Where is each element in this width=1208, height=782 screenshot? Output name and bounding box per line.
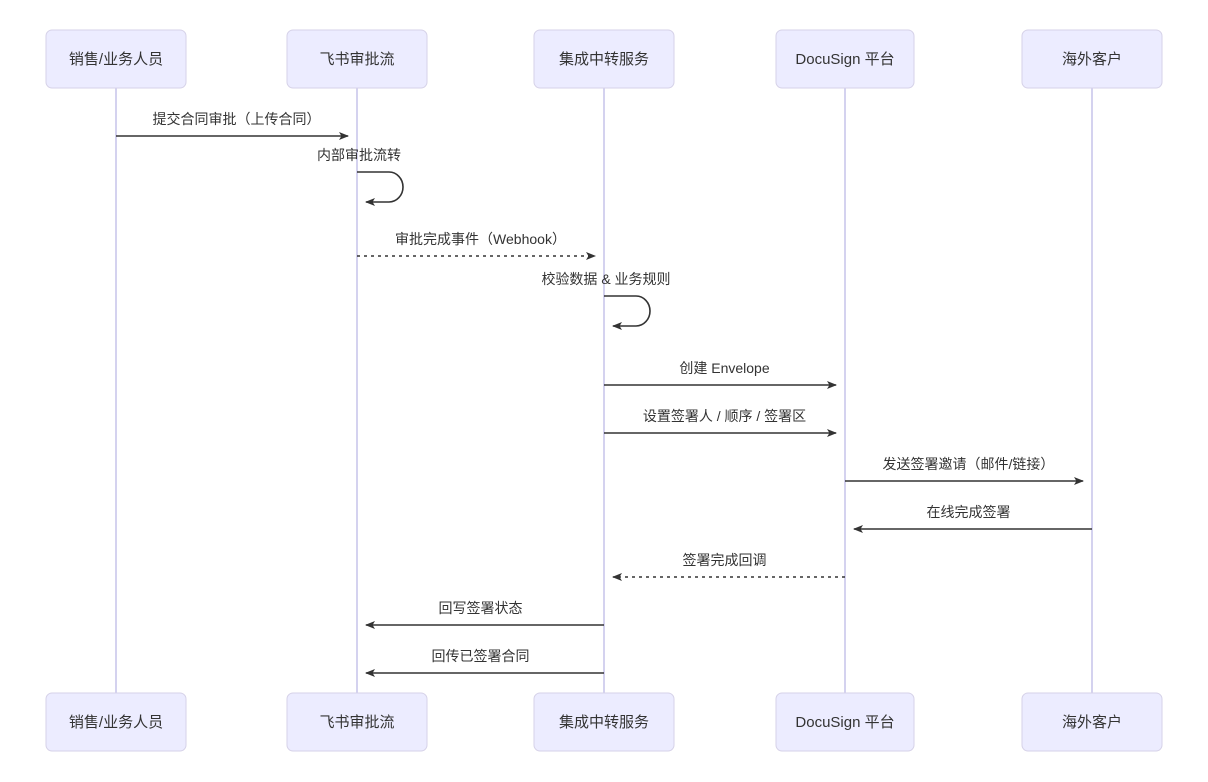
message-9: 回写签署状态 [365, 600, 604, 629]
participant-top-box-sales[interactable] [45, 29, 187, 89]
participant-top-label-integration: 集成中转服务 [559, 51, 649, 68]
message-label: 创建 Envelope [679, 360, 769, 376]
participant-bottom-label-feishu: 飞书审批流 [319, 714, 394, 731]
message-label: 签署完成回调 [683, 552, 767, 568]
message-7: 在线完成签署 [853, 504, 1092, 533]
message-label: 回写签署状态 [439, 600, 523, 616]
message-1: 内部审批流转 [317, 147, 404, 206]
participant-top-box-integration[interactable] [533, 29, 675, 89]
message-10: 回传已签署合同 [365, 648, 604, 677]
participant-bottom-label-customer: 海外客户 [1062, 714, 1122, 731]
participant-bottom-box-feishu[interactable] [286, 692, 428, 752]
participant-bottom-label-docusign: DocuSign 平台 [795, 714, 894, 731]
participant-top-box-docusign[interactable] [775, 29, 915, 89]
top-participants-group: 销售/业务人员 飞书审批流 集成中转服务 DocuSign 平台 海外客户 [45, 29, 1163, 89]
participant-top-label-customer: 海外客户 [1062, 51, 1122, 68]
participant-top-label-docusign: DocuSign 平台 [795, 51, 894, 68]
message-4: 创建 Envelope [604, 360, 837, 389]
participant-bottom-label-sales: 销售/业务人员 [69, 714, 163, 731]
message-label: 内部审批流转 [317, 147, 401, 163]
message-label: 在线完成签署 [927, 504, 1011, 520]
message-2: 审批完成事件（Webhook） [357, 231, 596, 260]
participant-bottom-label-integration: 集成中转服务 [559, 714, 649, 731]
message-8: 签署完成回调 [612, 552, 845, 581]
message-label: 发送签署邀请（邮件/链接） [883, 456, 1055, 472]
participant-bottom-box-customer[interactable] [1021, 692, 1163, 752]
message-5: 设置签署人 / 顺序 / 签署区 [604, 408, 837, 437]
message-label: 校验数据 & 业务规则 [541, 271, 670, 287]
message-label: 设置签署人 / 顺序 / 签署区 [643, 408, 806, 424]
bottom-participants-group: 销售/业务人员 飞书审批流 集成中转服务 DocuSign 平台 海外客户 [45, 692, 1163, 752]
participant-top-box-feishu[interactable] [286, 29, 428, 89]
participant-top-label-sales: 销售/业务人员 [69, 51, 163, 68]
participant-bottom-box-docusign[interactable] [775, 692, 915, 752]
message-3: 校验数据 & 业务规则 [541, 271, 671, 330]
message-label: 审批完成事件（Webhook） [395, 231, 566, 247]
message-6: 发送签署邀请（邮件/链接） [845, 456, 1084, 485]
message-label: 提交合同审批（上传合同） [153, 111, 321, 127]
participant-top-box-customer[interactable] [1021, 29, 1163, 89]
participant-top-label-feishu: 飞书审批流 [319, 51, 394, 68]
self-loop-arrow [357, 171, 404, 206]
message-label: 回传已签署合同 [432, 648, 530, 664]
participant-bottom-box-integration[interactable] [533, 692, 675, 752]
self-loop-arrow [604, 295, 651, 330]
participant-bottom-box-sales[interactable] [45, 692, 187, 752]
lifelines-group [115, 88, 1093, 693]
message-0: 提交合同审批（上传合同） [116, 111, 349, 140]
